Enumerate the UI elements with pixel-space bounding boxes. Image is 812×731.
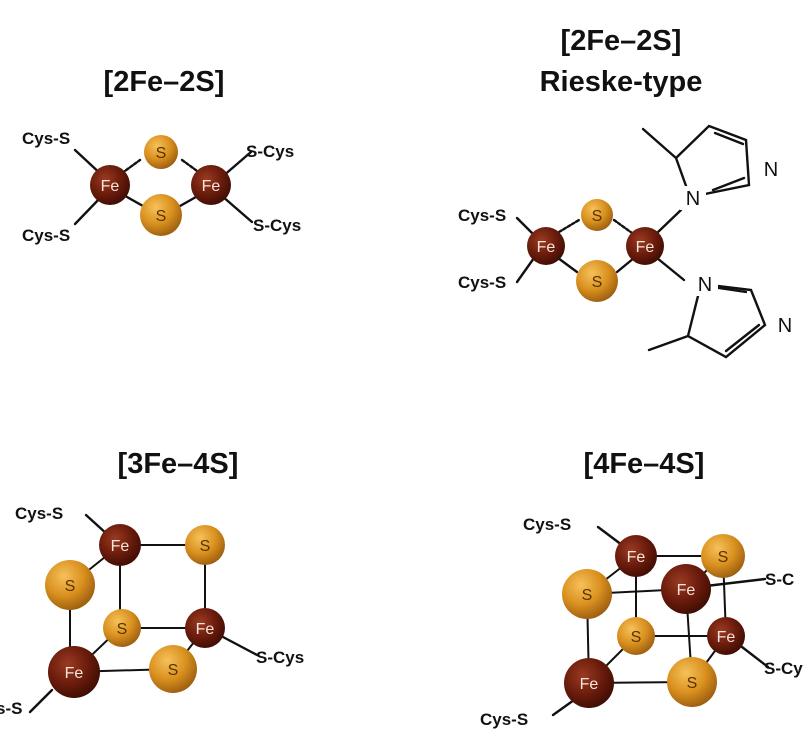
iron-label: Fe — [537, 239, 556, 256]
nitrogen-label: N — [778, 315, 792, 337]
iron-atom — [661, 564, 711, 614]
ligand-cys-s: Cys-S — [458, 273, 506, 292]
iron-label: Fe — [111, 538, 130, 555]
sulfur-label: S — [592, 208, 603, 225]
iron-atom — [48, 646, 100, 698]
panel-subtitle-rieske: Rieske-type — [540, 66, 703, 98]
ligand-s-cys: S-Cys — [246, 142, 294, 161]
sulfur-label: S — [592, 274, 603, 291]
sulfur-label: S — [156, 145, 167, 162]
iron-label: Fe — [717, 629, 736, 646]
ligand-s-cys-cut: S-Cy — [764, 659, 803, 678]
sulfur-label: S — [582, 587, 593, 604]
sulfur-atom — [185, 525, 225, 565]
iron-atom — [185, 608, 225, 648]
sulfur-atom — [581, 199, 613, 231]
ligand-s-cys: S-Cys — [256, 648, 304, 667]
sulfur-atom — [667, 657, 717, 707]
iron-atom — [615, 535, 657, 577]
panel-title-2fe2s: [2Fe–2S] — [104, 66, 225, 98]
nitrogen-label: N — [686, 188, 700, 210]
iron-label: Fe — [636, 239, 655, 256]
iron-label: Fe — [580, 676, 599, 693]
sulfur-label: S — [156, 208, 167, 225]
iron-atom — [90, 165, 130, 205]
nitrogen-label: N — [698, 274, 712, 296]
iron-atom — [564, 658, 614, 708]
sulfur-atom — [701, 534, 745, 578]
iron-atom — [527, 227, 565, 265]
sulfur-atom — [45, 560, 95, 610]
sulfur-atom — [144, 135, 178, 169]
iron-label: Fe — [196, 621, 215, 638]
sulfur-atom — [140, 194, 182, 236]
panel-3fe4s: [3Fe–4S] Cys-S S-Cys s-S S Fe S S Fe S F… — [0, 448, 304, 718]
sulfur-label: S — [718, 549, 729, 566]
iron-atom — [191, 165, 231, 205]
iron-atom — [707, 617, 745, 655]
sulfur-atom — [103, 609, 141, 647]
panel-title-3fe4s: [3Fe–4S] — [118, 448, 239, 480]
iron-atom — [626, 227, 664, 265]
ligand-cys-s-cut: s-S — [0, 699, 22, 718]
ligand-cys-s: Cys-S — [458, 206, 506, 225]
sulfur-atom — [576, 260, 618, 302]
iron-label: Fe — [202, 178, 221, 195]
sulfur-label: S — [65, 578, 76, 595]
ligand-cys-s: Cys-S — [22, 226, 70, 245]
iron-label: Fe — [101, 178, 120, 195]
iron-atom — [99, 524, 141, 566]
sulfur-label: S — [168, 662, 179, 679]
iron-label: Fe — [65, 665, 84, 682]
panel-rieske: [2Fe–2S] Rieske-type N N N N Cys-S Cys-S — [458, 25, 798, 359]
sulfur-label: S — [687, 675, 698, 692]
ligand-s-cys-cut: S-C — [765, 570, 794, 589]
ligand-cys-s: Cys-S — [22, 129, 70, 148]
ligand-cys-s: Cys-S — [523, 515, 571, 534]
ligand-cys-s: Cys-S — [480, 710, 528, 729]
iron-label: Fe — [677, 582, 696, 599]
panel-2fe2s: [2Fe–2S] Cys-S Cys-S S-Cys S-Cys S Fe Fe… — [22, 66, 301, 245]
ligand-cys-s: Cys-S — [15, 504, 63, 523]
sulfur-label: S — [631, 629, 642, 646]
sulfur-label: S — [117, 621, 128, 638]
panel-4fe4s: [4Fe–4S] Cys-S S-C S-Cy Cys-S S Fe Fe S — [480, 448, 803, 729]
panel-title-rieske: [2Fe–2S] — [561, 25, 682, 57]
nitrogen-label: N — [764, 159, 778, 181]
sulfur-atom — [562, 569, 612, 619]
sulfur-atom — [149, 645, 197, 693]
panel-title-4fe4s: [4Fe–4S] — [584, 448, 705, 480]
iron-label: Fe — [627, 549, 646, 566]
sulfur-atom — [617, 617, 655, 655]
sulfur-label: S — [200, 538, 211, 555]
ligand-s-cys: S-Cys — [253, 216, 301, 235]
